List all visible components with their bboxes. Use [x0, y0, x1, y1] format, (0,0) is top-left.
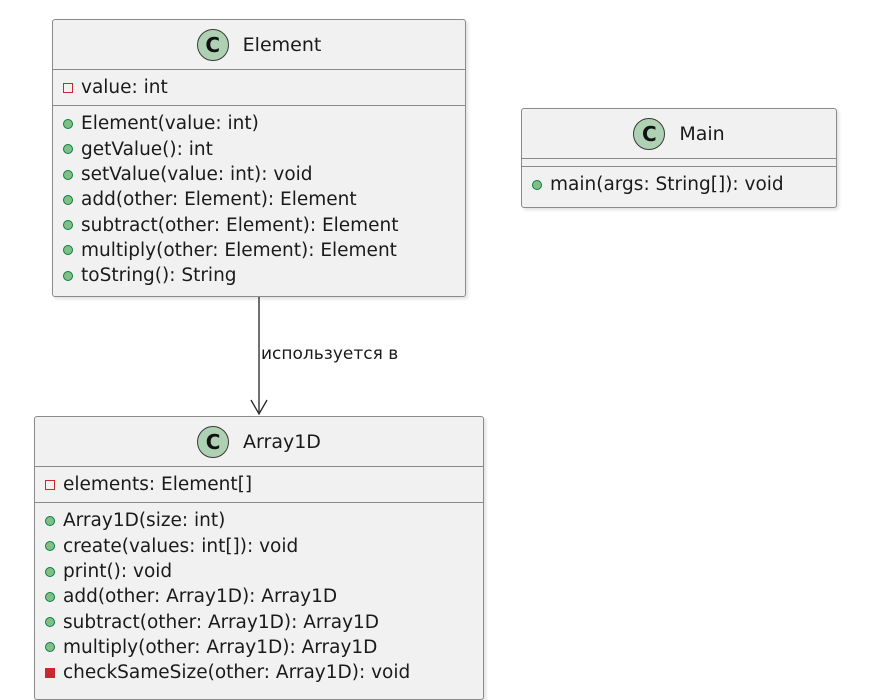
class-main-fields [522, 159, 836, 167]
method-row: setValue(value: int): void [63, 162, 465, 187]
method-text: create(values: int[]): void [63, 535, 299, 557]
method-text: toString(): String [81, 265, 237, 287]
class-array1d[interactable]: C Array1D elements: Element[] Array1D(si… [34, 416, 484, 700]
method-row: multiply(other: Element): Element [63, 238, 465, 263]
class-c-icon: C [633, 117, 666, 150]
class-array1d-header: C Array1D [35, 417, 483, 467]
class-c-icon: C [196, 28, 229, 61]
method-row: add(other: Element): Element [63, 187, 465, 212]
method-text: Element(value: int) [81, 113, 259, 135]
field-row: value: int [63, 75, 465, 100]
method-text: Array1D(size: int) [63, 510, 226, 532]
private-field-icon [63, 82, 73, 93]
private-field-icon [45, 479, 55, 490]
public-method-icon [45, 591, 55, 602]
method-row: print(): void [45, 559, 483, 584]
method-row: add(other: Array1D): Array1D [45, 584, 483, 609]
method-row: main(args: String[]): void [532, 172, 836, 197]
public-method-icon [63, 194, 73, 205]
public-method-icon [45, 515, 55, 526]
public-method-icon [63, 118, 73, 129]
class-main[interactable]: C Main main(args: String[]): void [521, 108, 837, 208]
class-main-methods: main(args: String[]): void [522, 167, 836, 202]
field-text: elements: Element[] [63, 474, 253, 496]
method-text: subtract(other: Array1D): Array1D [63, 611, 380, 633]
relation-arrowhead [250, 399, 268, 416]
method-text: subtract(other: Element): Element [81, 214, 399, 236]
public-method-icon [45, 541, 55, 552]
method-text: multiply(other: Array1D): Array1D [63, 636, 378, 658]
class-element-header: C Element [53, 20, 465, 70]
method-text: multiply(other: Element): Element [81, 239, 397, 261]
class-array1d-methods: Array1D(size: int) create(values: int[])… [35, 503, 483, 690]
class-main-name: Main [679, 122, 725, 145]
public-method-icon [63, 144, 73, 155]
public-method-icon [63, 270, 73, 281]
public-method-icon [63, 169, 73, 180]
method-text: print(): void [63, 561, 173, 583]
class-array1d-fields: elements: Element[] [35, 467, 483, 504]
method-text: add(other: Element): Element [81, 189, 357, 211]
method-row: subtract(other: Element): Element [63, 212, 465, 237]
class-array1d-name: Array1D [243, 430, 321, 453]
public-method-icon [63, 245, 73, 256]
method-row: Array1D(size: int) [45, 508, 483, 533]
field-text: value: int [81, 77, 168, 99]
method-text: main(args: String[]): void [550, 174, 784, 196]
private-method-icon [45, 667, 55, 678]
class-main-header: C Main [522, 109, 836, 159]
class-element-methods: Element(value: int) getValue(): int setV… [53, 106, 465, 293]
class-element-name: Element [242, 33, 322, 56]
method-row: multiply(other: Array1D): Array1D [45, 635, 483, 660]
public-method-icon [45, 617, 55, 628]
method-text: setValue(value: int): void [81, 164, 313, 186]
public-method-icon [532, 179, 542, 190]
method-text: checkSameSize(other: Array1D): void [63, 662, 411, 684]
public-method-icon [45, 566, 55, 577]
public-method-icon [63, 220, 73, 231]
method-row: subtract(other: Array1D): Array1D [45, 609, 483, 634]
relation-label: используется в [261, 344, 399, 364]
method-row: toString(): String [63, 263, 465, 288]
class-c-icon: C [197, 425, 230, 458]
public-method-icon [45, 642, 55, 653]
class-element[interactable]: C Element value: int Element(value: int)… [52, 19, 466, 297]
method-row: checkSameSize(other: Array1D): void [45, 660, 483, 685]
method-row: Element(value: int) [63, 111, 465, 136]
field-row: elements: Element[] [45, 472, 483, 497]
method-row: getValue(): int [63, 137, 465, 162]
class-element-fields: value: int [53, 70, 465, 107]
method-row: create(values: int[]): void [45, 534, 483, 559]
method-text: getValue(): int [81, 138, 213, 160]
method-text: add(other: Array1D): Array1D [63, 586, 338, 608]
